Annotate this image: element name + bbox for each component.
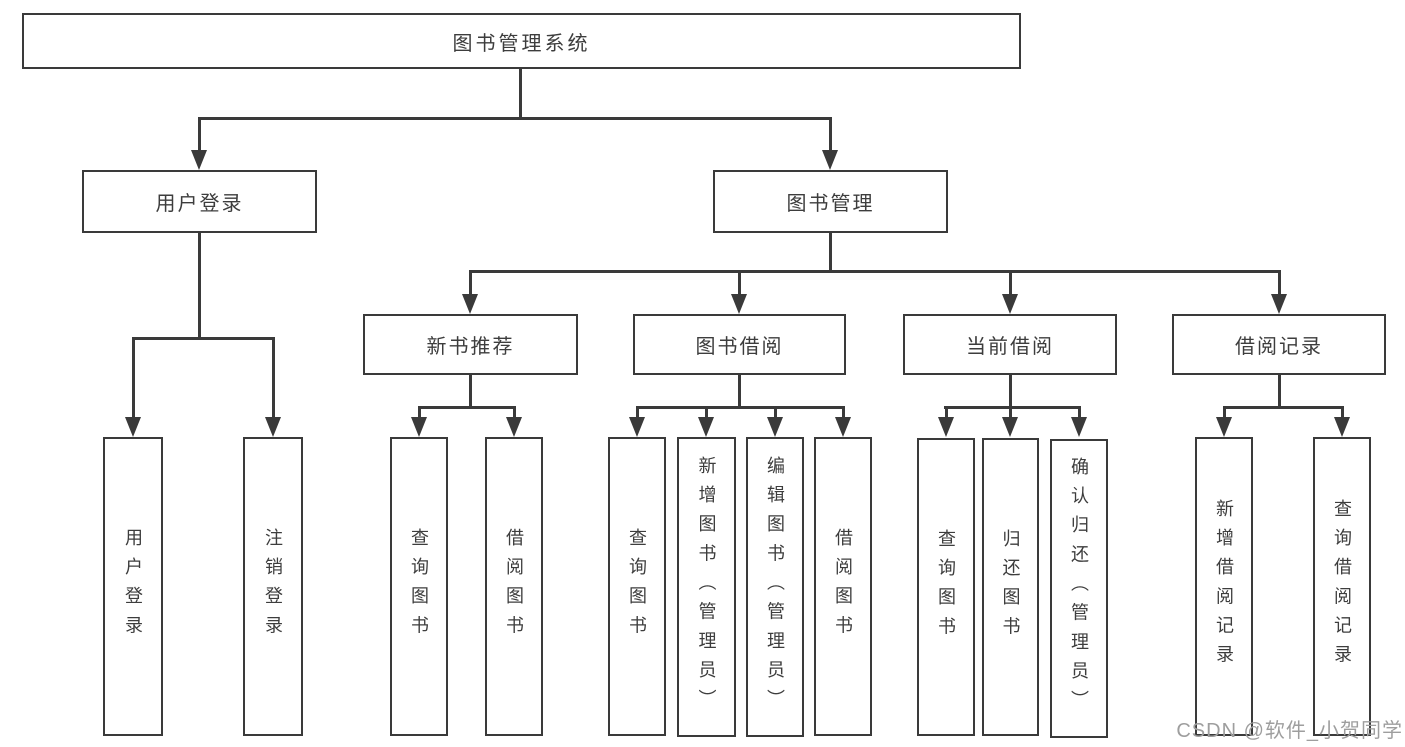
csdn-watermark: CSDN @软件_小贺同学 <box>1176 720 1403 742</box>
connector-drop-current-borrow <box>1009 270 1012 296</box>
connector-current-borrow-stem <box>1009 375 1012 408</box>
node-library-system: 图书管理系统 <box>22 13 1021 69</box>
arrowhead-book-borrow-icon <box>731 294 747 314</box>
connector-book-borrow-stem <box>738 375 741 408</box>
connector-drop-borrow-records <box>1278 270 1281 296</box>
leaf-add-book-admin: 新增图书（管理员） <box>677 437 736 737</box>
leaf-query-books-current: 查询图书 <box>917 438 975 736</box>
node-current-borrow: 当前借阅 <box>903 314 1117 375</box>
connector-drop-query-books-1 <box>418 406 421 419</box>
arrowhead-query-books-3-icon <box>938 417 954 437</box>
leaf-user-login-label: 用户登录 <box>123 528 143 645</box>
leaf-query-books-borrow-label: 查询图书 <box>627 528 647 645</box>
arrowhead-edit-book-icon <box>767 417 783 437</box>
leaf-query-books-current-label: 查询图书 <box>936 528 956 646</box>
connector-user-login-rail <box>132 337 274 340</box>
connector-drop-edit-book <box>774 406 777 419</box>
arrowhead-query-books-1-icon <box>411 417 427 437</box>
connector-drop-add-borrow-record <box>1223 406 1226 419</box>
leaf-user-login: 用户登录 <box>103 437 163 736</box>
arrowhead-query-borrow-record-icon <box>1334 417 1350 437</box>
node-user-login: 用户登录 <box>82 170 317 233</box>
leaf-query-books-borrow: 查询图书 <box>608 437 666 736</box>
leaf-query-books-recommend-label: 查询图书 <box>409 528 429 645</box>
arrowhead-leaf-logout-icon <box>265 417 281 437</box>
connector-drop-confirm-return <box>1078 406 1081 419</box>
connector-level1-rail <box>198 117 832 120</box>
connector-level2-rail <box>469 270 1280 273</box>
connector-drop-borrow-books-1 <box>513 406 516 419</box>
connector-book-management-stem <box>829 233 832 272</box>
leaf-return-book-label: 归还图书 <box>1000 528 1021 646</box>
node-borrow-records: 借阅记录 <box>1172 314 1386 375</box>
connector-borrow-records-stem <box>1278 375 1281 408</box>
leaf-add-borrow-record-label: 新增借阅记录 <box>1214 499 1234 674</box>
arrowhead-new-book-icon <box>462 294 478 314</box>
arrowhead-borrow-books-2-icon <box>835 417 851 437</box>
arrowhead-book-management-icon <box>822 150 838 170</box>
node-book-borrow: 图书借阅 <box>633 314 846 375</box>
leaf-borrow-books-recommend: 借阅图书 <box>485 437 543 736</box>
arrowhead-confirm-return-icon <box>1071 417 1087 437</box>
node-book-borrow-label: 图书借阅 <box>695 336 784 358</box>
connector-drop-leaf-logout <box>272 337 275 419</box>
node-current-borrow-label: 当前借阅 <box>966 336 1054 358</box>
connector-drop-book-management <box>829 117 832 152</box>
arrowhead-query-books-2-icon <box>629 417 645 437</box>
connector-drop-query-borrow-record <box>1341 406 1344 419</box>
leaf-borrow-books-label: 借阅图书 <box>833 528 853 645</box>
node-new-book-recommend: 新书推荐 <box>363 314 578 375</box>
node-library-system-label: 图书管理系统 <box>452 32 591 55</box>
leaf-borrow-books-recommend-label: 借阅图书 <box>504 528 524 645</box>
arrowhead-current-borrow-icon <box>1002 294 1018 314</box>
arrowhead-user-login-icon <box>191 150 207 170</box>
connector-current-borrow-rail <box>944 406 1080 409</box>
connector-drop-query-books-3 <box>945 406 948 419</box>
connector-user-login-stem <box>198 233 201 339</box>
connector-root-stem <box>519 69 522 118</box>
connector-drop-new-book <box>469 270 472 296</box>
leaf-edit-book-admin-label: 编辑图书（管理员） <box>765 455 785 719</box>
arrowhead-add-borrow-record-icon <box>1216 417 1232 437</box>
node-borrow-records-label: 借阅记录 <box>1235 336 1323 358</box>
connector-drop-return-book <box>1009 406 1012 419</box>
arrowhead-return-book-icon <box>1002 417 1018 437</box>
arrowhead-add-book-icon <box>698 417 714 437</box>
leaf-logout: 注销登录 <box>243 437 303 736</box>
leaf-confirm-return-admin-label: 确认归还（管理员） <box>1069 457 1089 720</box>
leaf-query-borrow-record-label: 查询借阅记录 <box>1332 499 1352 674</box>
node-new-book-recommend-label: 新书推荐 <box>426 336 515 358</box>
arrowhead-borrow-records-icon <box>1271 294 1287 314</box>
connector-new-book-rail <box>418 406 516 409</box>
connector-drop-leaf-user-login <box>132 337 135 419</box>
leaf-query-books-recommend: 查询图书 <box>390 437 448 736</box>
connector-new-book-stem <box>469 375 472 408</box>
connector-drop-user-login <box>198 117 201 152</box>
leaf-return-book: 归还图书 <box>982 438 1039 736</box>
leaf-edit-book-admin: 编辑图书（管理员） <box>746 437 804 737</box>
leaf-borrow-books: 借阅图书 <box>814 437 872 736</box>
leaf-add-book-admin-label: 新增图书（管理员） <box>696 455 717 719</box>
arrowhead-leaf-user-login-icon <box>125 417 141 437</box>
connector-drop-book-borrow <box>738 270 741 296</box>
connector-drop-query-books-2 <box>636 406 639 419</box>
leaf-query-borrow-record: 查询借阅记录 <box>1313 437 1371 736</box>
connector-drop-add-book <box>705 406 708 419</box>
node-user-login-label: 用户登录 <box>155 193 244 215</box>
node-book-management-label: 图书管理 <box>786 193 875 215</box>
arrowhead-borrow-books-1-icon <box>506 417 522 437</box>
connector-drop-borrow-books-2 <box>842 406 845 419</box>
leaf-logout-label: 注销登录 <box>263 528 283 645</box>
node-book-management: 图书管理 <box>713 170 948 233</box>
connector-borrow-records-rail <box>1223 406 1343 409</box>
leaf-confirm-return-admin: 确认归还（管理员） <box>1050 439 1108 738</box>
leaf-add-borrow-record: 新增借阅记录 <box>1195 437 1253 736</box>
connector-book-borrow-rail <box>636 406 844 409</box>
